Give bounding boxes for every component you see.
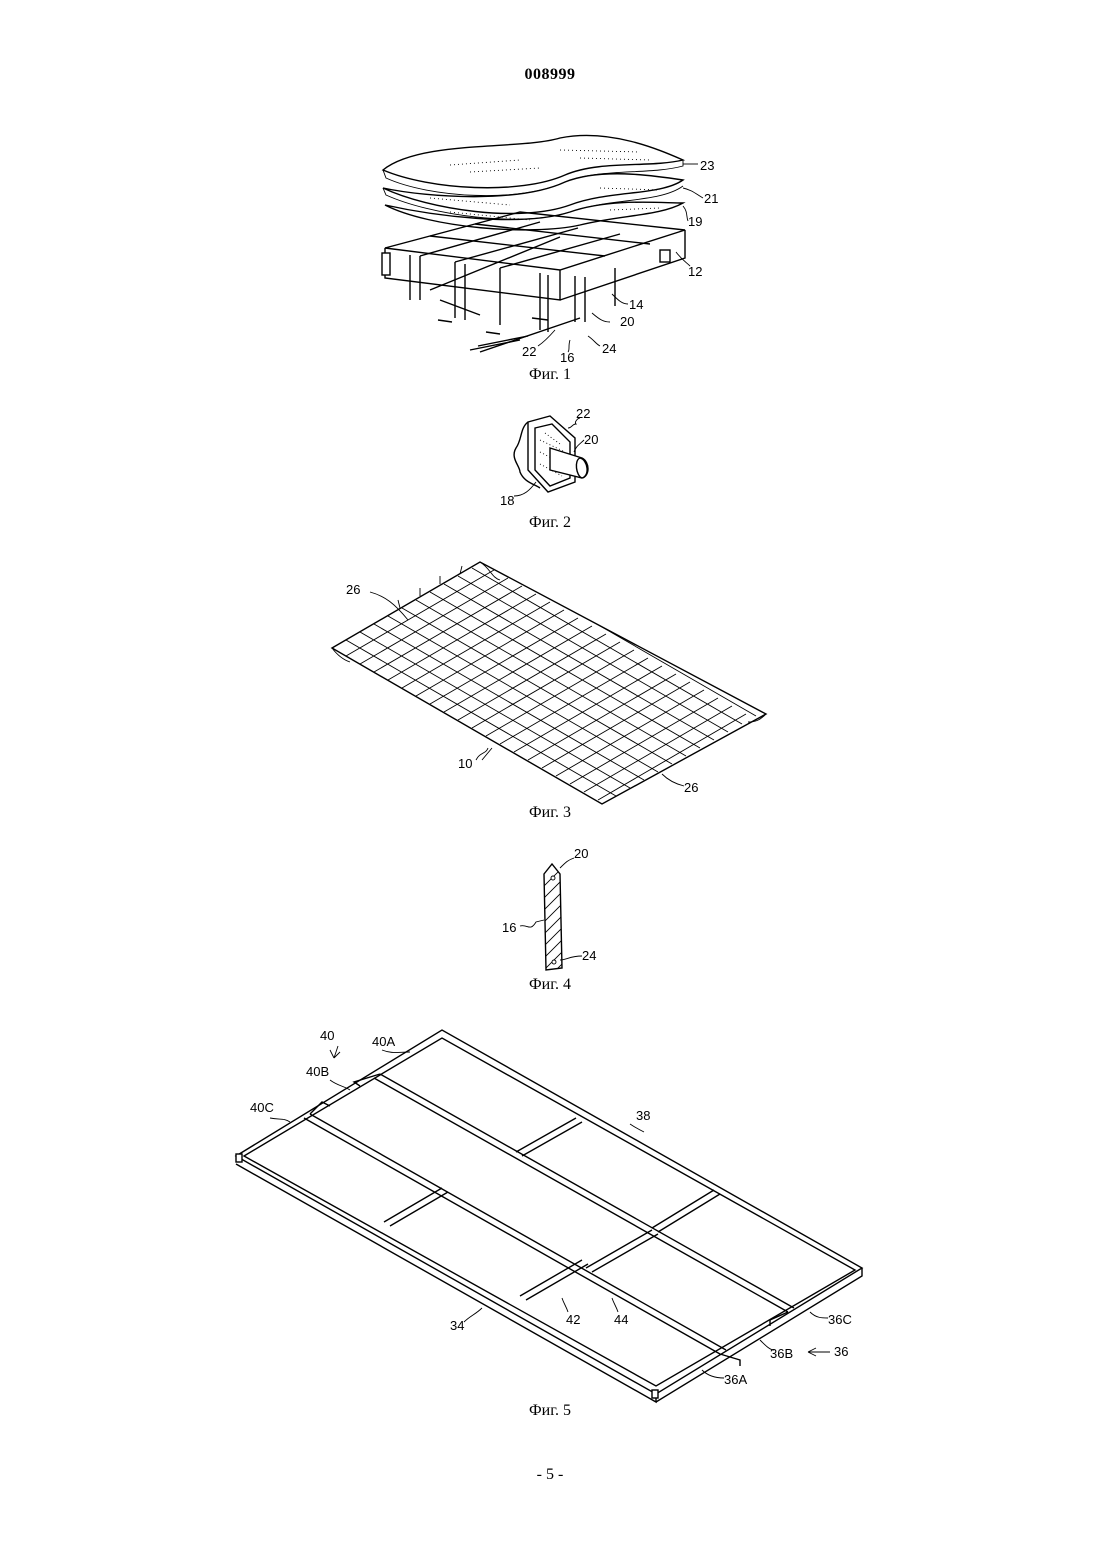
fig5-label-40: 40 [320, 1028, 334, 1043]
fig5-label-34: 34 [450, 1318, 464, 1333]
fig5-label-36B: 36B [770, 1346, 793, 1361]
fig5-label-40A: 40A [372, 1034, 395, 1049]
fig5-label-36C: 36C [828, 1312, 852, 1327]
fig5-label-38: 38 [636, 1108, 650, 1123]
figure-5-drawing: 40 40A 40B 40C 38 34 42 44 36C 36B 36 36… [0, 0, 1100, 1400]
figure-5-caption: Фиг. 5 [0, 1402, 1100, 1420]
fig5-label-42: 42 [566, 1312, 580, 1327]
fig5-label-36A: 36A [724, 1372, 747, 1387]
fig5-label-40B: 40B [306, 1064, 329, 1079]
fig5-label-36: 36 [834, 1344, 848, 1359]
page-number: - 5 - [0, 1466, 1100, 1484]
fig5-label-44: 44 [614, 1312, 628, 1327]
fig5-label-40C: 40C [250, 1100, 274, 1115]
